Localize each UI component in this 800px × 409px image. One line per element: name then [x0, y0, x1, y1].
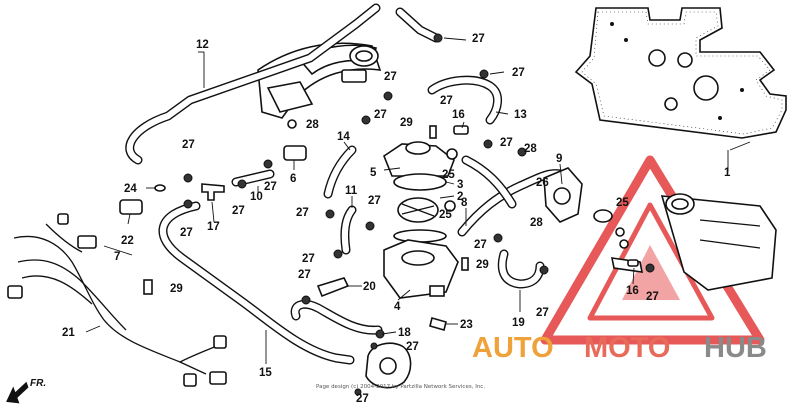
callout-19: 19 [512, 317, 525, 329]
callout-16: 16 [452, 109, 465, 121]
callout-28: 28 [306, 119, 319, 131]
callout-24: 24 [124, 183, 137, 195]
callout-27r: 27 [536, 307, 549, 319]
callout-12: 12 [196, 39, 209, 51]
callout-27k: 27 [296, 207, 309, 219]
watermark-moto: MOTO [584, 332, 670, 364]
callout-27l: 27 [368, 195, 381, 207]
front-direction-label: FR. [30, 378, 46, 389]
callout-18: 18 [398, 327, 411, 339]
leader-lines [85, 37, 751, 364]
callout-27e: 27 [374, 109, 387, 121]
callout-29: 29 [170, 283, 183, 295]
callout-labels: 1 2 3 4 5 6 7 8 9 10 11 12 13 14 15 16 1… [62, 33, 731, 405]
callout-4: 4 [394, 301, 401, 313]
copyright-text: Page design (c) 2004-2017 by Partzilla N… [316, 384, 485, 390]
callout-1: 1 [724, 167, 731, 179]
watermark-hub: HUB [704, 332, 767, 364]
callout-9: 9 [556, 153, 562, 165]
hoses [125, 3, 565, 365]
callout-20: 20 [363, 281, 376, 293]
callout-27h: 27 [264, 181, 277, 193]
callout-22: 22 [121, 235, 134, 247]
callout-28b: 28 [524, 143, 537, 155]
callout-27q: 27 [474, 239, 487, 251]
watermark-auto: AUTO [472, 332, 554, 364]
callout-25c: 25 [616, 197, 629, 209]
callout-27b: 27 [512, 67, 525, 79]
callout-27p: 27 [356, 393, 369, 405]
callout-15: 15 [259, 367, 272, 379]
callout-6: 6 [290, 173, 296, 185]
callout-17: 17 [207, 221, 220, 233]
callout-29b: 29 [400, 117, 413, 129]
wire-harness [7, 213, 227, 387]
pump-cover [365, 342, 412, 389]
callout-27g: 27 [182, 139, 195, 151]
watermark-logo: AUTO MOTO HUB [472, 332, 767, 364]
callout-8: 8 [461, 197, 468, 209]
callout-7: 7 [114, 251, 120, 263]
callout-27o: 27 [406, 341, 419, 353]
callout-26: 26 [536, 177, 549, 189]
callout-11: 11 [345, 185, 358, 197]
callout-27n: 27 [298, 269, 311, 281]
thermostat-assembly [383, 141, 459, 299]
gasket-plate [574, 7, 787, 139]
callout-27s: 27 [646, 291, 659, 303]
callout-27d: 27 [440, 95, 453, 107]
callout-16b: 16 [626, 285, 639, 297]
callout-28c: 28 [530, 217, 543, 229]
callout-27j: 27 [180, 227, 193, 239]
callout-14: 14 [337, 131, 350, 143]
callout-25b: 25 [439, 209, 452, 221]
callout-27c: 27 [384, 71, 397, 83]
callout-27i: 27 [232, 205, 245, 217]
callout-13: 13 [514, 109, 527, 121]
callout-29c: 29 [476, 259, 489, 271]
fittings [119, 33, 655, 396]
callout-27m: 27 [302, 253, 315, 265]
callout-3: 3 [457, 179, 463, 191]
callout-10: 10 [250, 191, 263, 203]
callout-27f: 27 [500, 137, 513, 149]
callout-2: 2 [457, 191, 463, 203]
callout-21: 21 [62, 327, 75, 339]
front-direction-arrow: FR. [6, 378, 46, 404]
intake-runner [660, 193, 777, 291]
callout-5: 5 [370, 167, 377, 179]
callout-23: 23 [460, 319, 473, 331]
callout-25: 25 [442, 169, 455, 181]
callout-27a: 27 [472, 33, 485, 45]
